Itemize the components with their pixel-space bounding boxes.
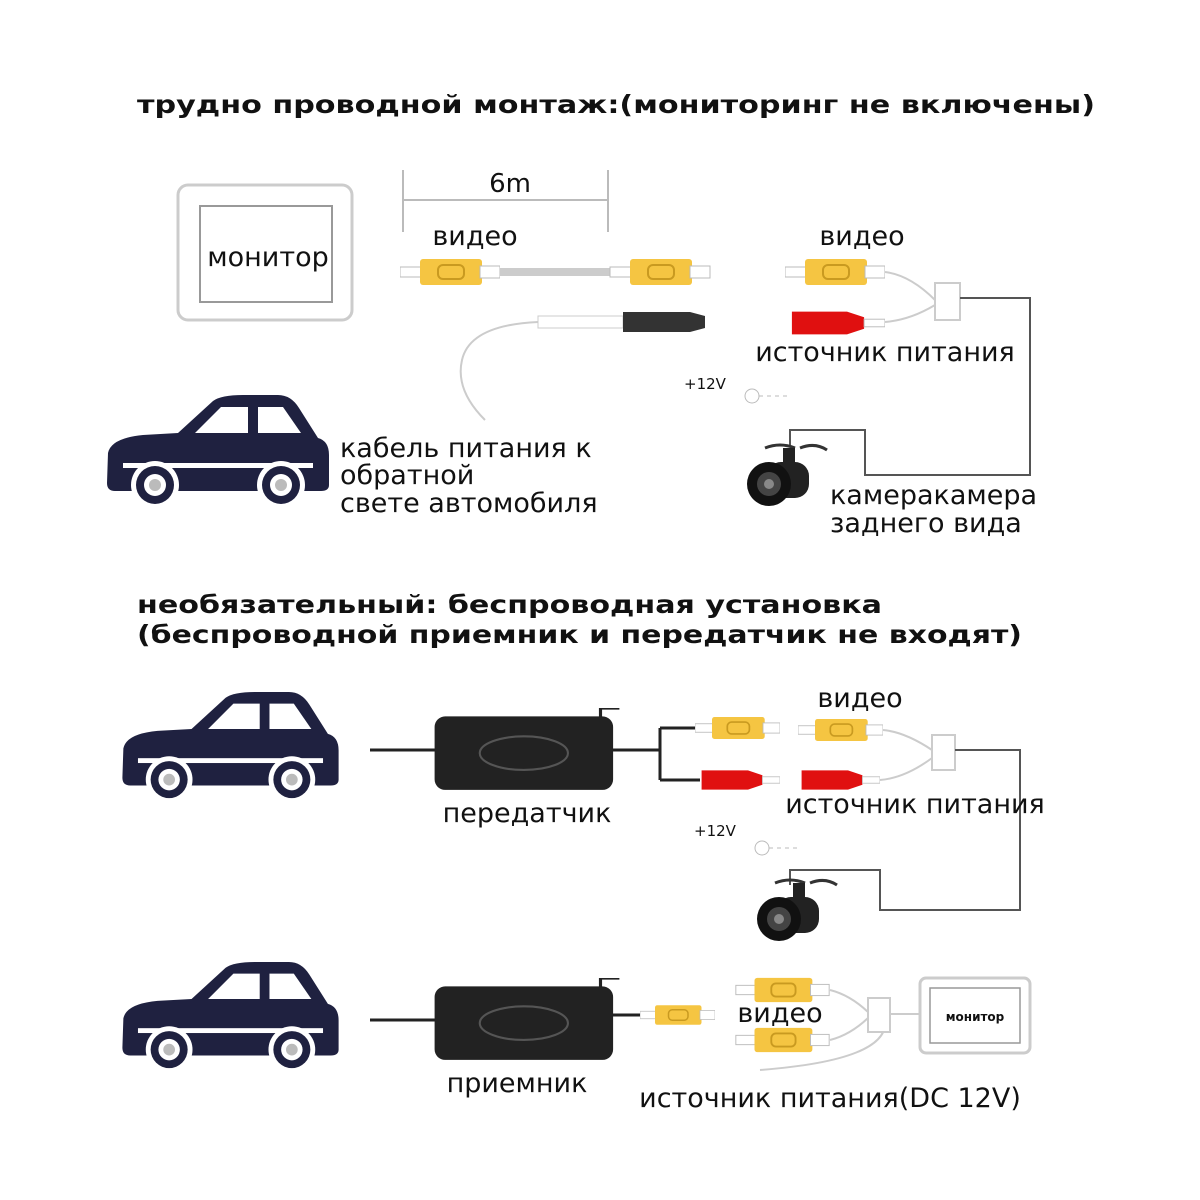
video-label-camera: видео xyxy=(819,221,904,252)
power-terminal-icon xyxy=(754,840,800,856)
section1-title: трудно проводной монтаж:(мониторинг не в… xyxy=(137,90,1095,119)
rear-camera xyxy=(755,878,839,943)
rca-connector xyxy=(640,1004,715,1026)
power-cable-label-1: кабель питания к xyxy=(340,433,592,464)
monitor-label: монитор xyxy=(207,242,328,273)
monitor-splitter xyxy=(759,989,920,1071)
voltage-label: +12V xyxy=(684,375,727,393)
monitor-1: монитор xyxy=(176,183,354,322)
camera-label-2: заднего вида xyxy=(830,508,1022,539)
car-icon xyxy=(122,691,339,802)
power-cable xyxy=(459,312,705,421)
power-cable-label-2: обратной xyxy=(340,460,474,491)
receiver-box xyxy=(433,978,621,1062)
transmitter-box xyxy=(433,708,621,792)
camera-cable xyxy=(789,749,1021,911)
power-plug-red xyxy=(801,769,880,791)
car-icon xyxy=(122,961,339,1072)
camera-splitter xyxy=(884,271,961,323)
receiver-video-label: видео xyxy=(737,998,822,1029)
rca-connector xyxy=(735,1026,830,1054)
rear-camera xyxy=(745,443,829,508)
rca-connector xyxy=(608,257,712,287)
power-plug-red xyxy=(791,311,885,335)
transmitter-output-cable xyxy=(610,726,700,782)
monitor-label-small: монитор xyxy=(946,1010,1005,1024)
video-label-wireless: видео xyxy=(817,683,902,714)
rca-connector xyxy=(798,718,883,742)
cable-length-bracket xyxy=(402,170,609,232)
cable-length-label: 6m xyxy=(489,169,531,199)
power-plug-red xyxy=(701,769,780,791)
camera-splitter xyxy=(879,729,956,781)
power-label-wireless: источник питания xyxy=(785,789,1045,820)
camera-label-1: камеракамера xyxy=(830,480,1037,511)
receiver-power-label: источник питания(DC 12V) xyxy=(639,1083,1021,1114)
receiver-label: приемник xyxy=(447,1068,588,1099)
video-label-cable: видео xyxy=(432,221,517,252)
camera-cable xyxy=(789,297,1031,476)
voltage-label-wireless: +12V xyxy=(694,822,737,840)
monitor-2: монитор xyxy=(918,976,1032,1055)
power-cable-label-3: свете автомобиля xyxy=(340,488,598,519)
car-icon xyxy=(107,395,329,508)
section2-title-2: (беспроводной приемник и передатчик не в… xyxy=(137,620,1022,649)
rca-connector xyxy=(695,716,780,740)
section2-title-1: необязательный: беспроводная установка xyxy=(137,590,882,619)
rca-connector xyxy=(785,258,885,286)
power-label: источник питания xyxy=(755,337,1015,368)
power-terminal-icon xyxy=(744,388,790,404)
rca-connector xyxy=(400,258,500,286)
transmitter-label: передатчик xyxy=(443,798,612,829)
